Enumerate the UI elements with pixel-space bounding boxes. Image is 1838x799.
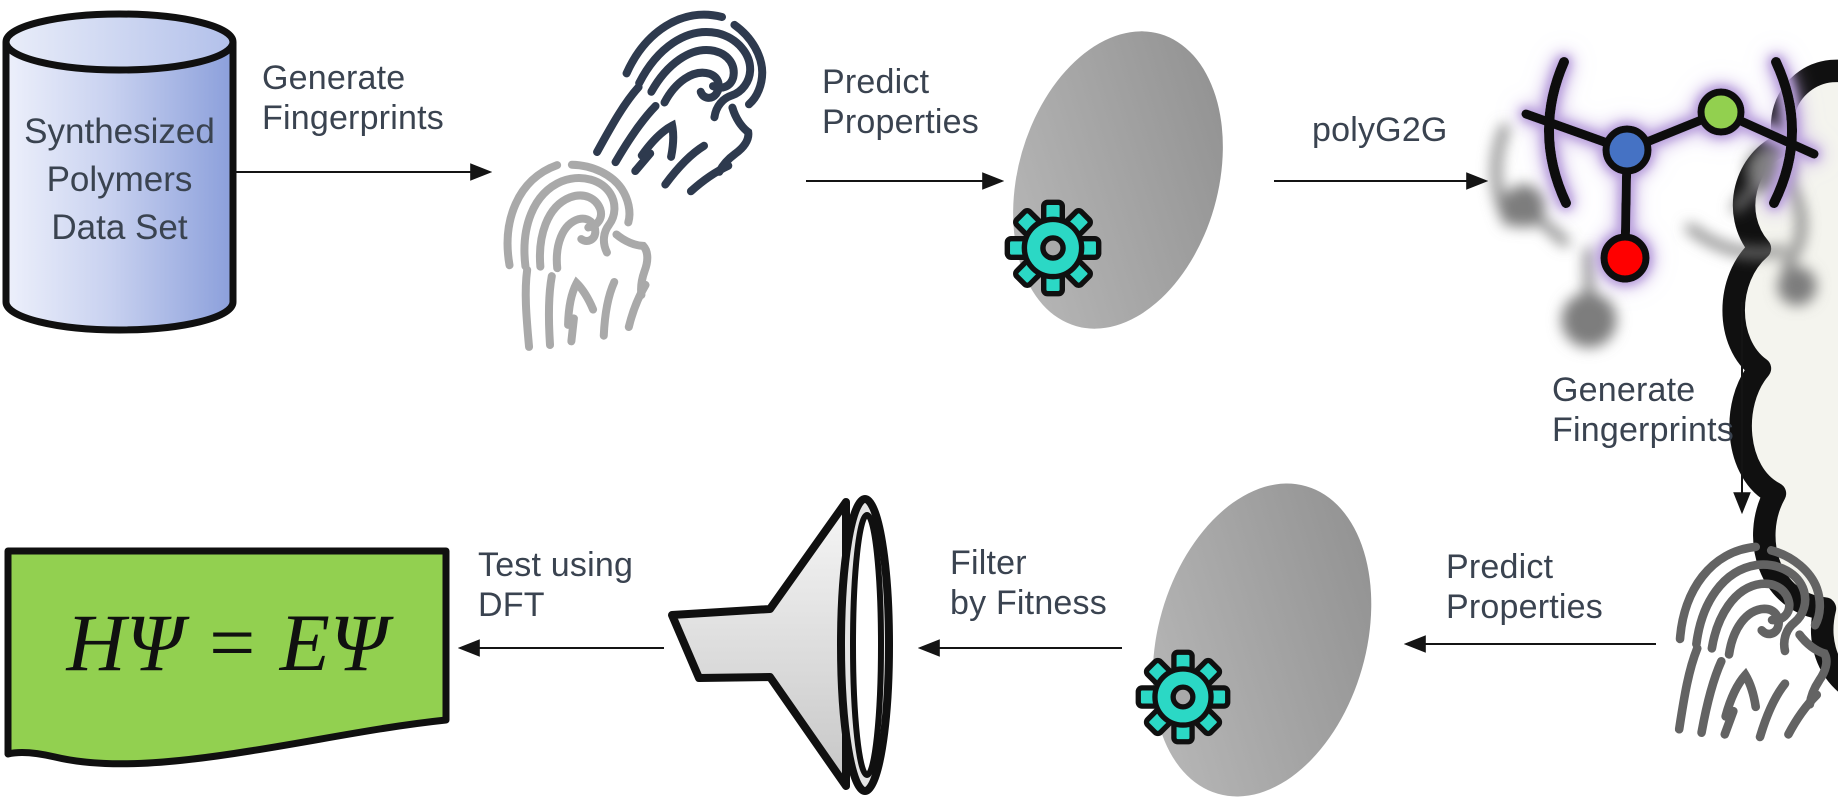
fingerprint-icon [1679,547,1826,737]
wavy-document-icon [4,547,450,768]
gear-icon [1138,652,1227,741]
shadow-blob [1152,483,1372,797]
right-bracket [1769,57,1797,208]
label-test-using-dft: Test using DFT [478,546,634,624]
gear-icon [1007,202,1098,293]
fingerprint-icon [595,0,784,206]
label-predict-properties-1: Predict Properties [822,63,979,141]
brain-circuit-gear-icon [980,31,1838,741]
dataset-label-line: Polymers [46,160,193,199]
funnel-icon [668,495,893,795]
blue-atom [1602,125,1652,175]
dft-equation: HΨ = EΨ [66,597,388,688]
red-atom [1600,233,1650,283]
label-generate-fingerprints-1: Generate Fingerprints [262,59,444,137]
fingerprint-icon [488,149,664,354]
flow-arrows [235,163,1751,657]
shadow-blob [1013,31,1223,329]
dataset-label: Synthesized Polymers Data Set [6,108,233,252]
database-cylinder-icon [2,10,237,334]
label-filter-by-fitness: Filter by Fitness [950,544,1107,622]
dataset-label-line: Data Set [51,208,188,247]
label-generate-fingerprints-2: Generate Fingerprints [1552,371,1734,449]
label-polyg2g: polyG2G [1312,111,1448,149]
label-predict-properties-2: Predict Properties [1446,548,1603,626]
bond [1521,107,1819,159]
green-atom [1697,88,1745,136]
fingerprint-pair-icon [488,0,784,354]
dataset-label-line: Synthesized [24,112,215,151]
polymer-repeat-unit-icon [1491,57,1819,348]
brain-circuit-gear-icon [1118,483,1372,797]
left-bracket [1544,57,1571,208]
